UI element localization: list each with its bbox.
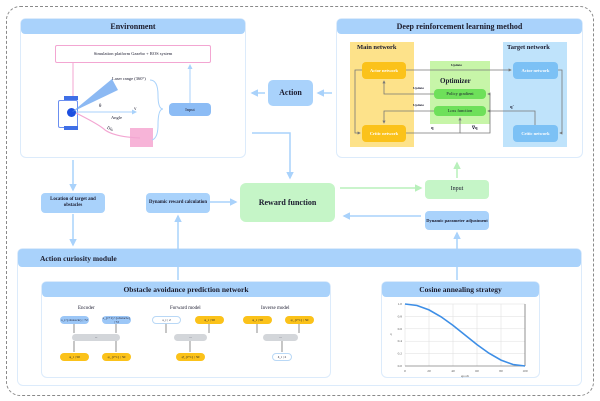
laser-range-label: Laser range (360°) — [112, 76, 146, 81]
x-tick-label: 20 — [427, 369, 431, 373]
dynamic-reward-box: Dynamic reward calculation — [146, 193, 210, 213]
y-tick-label: 0.2 — [398, 352, 403, 356]
environment-input-box: Input — [169, 103, 211, 116]
inverse-output: â_t | 2 — [272, 353, 292, 361]
dynamic-parameter-box: Dynamic parameter adjustment — [425, 211, 489, 230]
target-box — [130, 128, 153, 147]
inverse-layer: ... — [263, 334, 298, 341]
inverse-input-1: φ_t | 50 — [243, 316, 272, 324]
update-label-top: Update — [451, 63, 462, 67]
outer-frame — [6, 6, 594, 396]
v-label: v — [134, 107, 137, 112]
main-critic-network: Critic network — [362, 125, 406, 142]
curiosity-title: Action curiosity module — [18, 249, 351, 267]
optimizer-title: Optimizer — [440, 77, 471, 85]
loss-function-box: Loss function — [434, 106, 486, 116]
y-axis-label: η — [390, 332, 392, 336]
target-network-title: Target network — [507, 44, 550, 51]
y-tick-label: 1.0 — [398, 302, 403, 306]
input-box: Input — [425, 180, 489, 199]
curiosity-header-bar — [350, 249, 581, 267]
robot-wheel-bottom — [64, 126, 78, 130]
x-tick-label: 100 — [522, 369, 528, 373]
encoder-title: Encoder — [78, 306, 95, 311]
location-box: Location of target and obstacles — [41, 193, 105, 213]
simulation-platform-box: Simulation platform Gazebo + ROS system — [55, 45, 211, 63]
update-label-policy: Update — [413, 86, 424, 90]
encoder-output-2: φ_{t+1} | 50 — [102, 353, 131, 361]
forward-input-1: a_t | 2 — [152, 316, 181, 324]
inverse-input-2: φ_{t+1} | 50 — [285, 316, 314, 324]
mu-label: ∇q — [472, 125, 478, 130]
encoder-input-2: s_{t+1}^{obstacle} | 72 — [102, 315, 131, 324]
robot-sensor-icon — [67, 108, 76, 117]
angle-label: Angle — [111, 115, 122, 120]
main-actor-network: Actor network — [362, 62, 406, 79]
y-tick-label: 0.0 — [398, 364, 403, 368]
forward-layer: ... — [174, 334, 207, 341]
x-tick-label: 60 — [475, 369, 479, 373]
cosine-panel — [381, 281, 540, 378]
x-tick-label: 0 — [404, 369, 406, 373]
encoder-output-1: φ_t | 50 — [60, 353, 89, 361]
x-axis-label: epoch — [461, 374, 470, 378]
x-tick-label: 80 — [499, 369, 503, 373]
oapn-panel — [41, 281, 331, 378]
update-label-loss: Update — [413, 103, 424, 107]
inverse-model-title: Inverse model — [261, 306, 290, 311]
main-network-title: Main network — [357, 44, 397, 51]
reward-function-box: Reward function — [240, 183, 335, 222]
forward-output: φ̂_{t+1} | 50 — [176, 353, 205, 361]
cosine-chart: 0 20 40 60 80 100 0.0 0.2 0.4 0.6 0.8 1.0 epoch η — [390, 302, 528, 378]
environment-title: Environment — [21, 19, 245, 34]
robot-wheel-top — [64, 96, 78, 100]
q-label: q — [431, 125, 434, 130]
action-box: Action — [268, 80, 313, 106]
drl-title: Deep reinforcement learning method — [337, 19, 582, 34]
y-tick-label: 0.8 — [398, 314, 403, 318]
y-tick-label: 0.4 — [398, 339, 403, 343]
encoder-layer: ... — [72, 334, 120, 341]
forward-input-2: φ_t | 50 — [195, 316, 224, 324]
policy-gradient-box: Policy gradient — [434, 89, 486, 99]
target-critic-network: Critic network — [513, 125, 558, 142]
target-actor-network: Actor network — [513, 62, 558, 79]
oapn-title: Obstacle avoidance prediction network — [42, 282, 330, 297]
cosine-title: Cosine annealing strategy — [382, 282, 539, 297]
q-prime-label: q' — [510, 104, 514, 109]
x-tick-label: 40 — [451, 369, 455, 373]
theta-label: θ — [99, 104, 102, 109]
y-tick-label: 0.6 — [398, 327, 403, 331]
encoder-input-1: s_t^{obstacle} | 72 — [60, 316, 89, 324]
forward-model-title: Forward model — [170, 306, 201, 311]
